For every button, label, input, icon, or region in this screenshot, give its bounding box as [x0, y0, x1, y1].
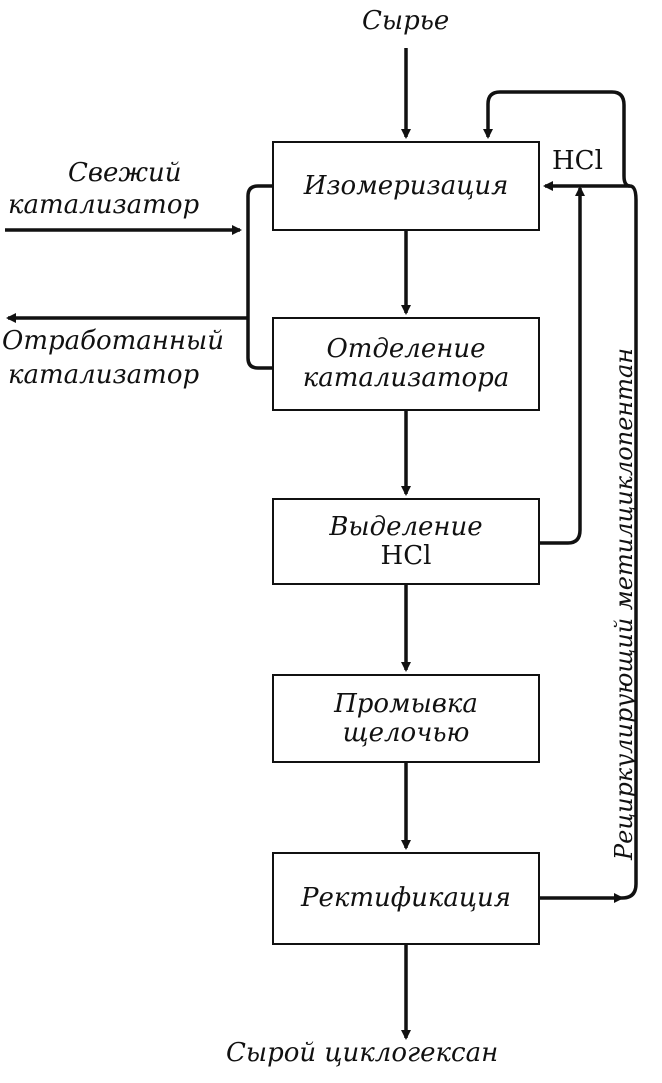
step-alkali-wash: Промывка щелочью	[272, 674, 540, 763]
step-catalyst-separation-line2: катализатора	[302, 363, 510, 393]
catalyst-bus	[246, 184, 272, 370]
recycle-label: Рециркулирующий метилциклопентан	[610, 347, 638, 860]
step-rectification: Ректификация	[272, 852, 540, 945]
step-hcl-separation: Выделение HCl	[272, 498, 540, 585]
step-rectification-label: Ректификация	[300, 883, 512, 914]
spent-catalyst-line1: Отработанный	[2, 326, 224, 356]
input-label: Сырье	[362, 6, 450, 36]
step-hcl-separation-line2: HCl	[380, 540, 432, 571]
step-hcl-separation-line1: Выделение	[329, 511, 483, 542]
step-catalyst-separation: Отделение катализатора	[272, 317, 540, 411]
spent-catalyst-line2: катализатор	[8, 360, 200, 390]
hcl-recycle-line	[540, 186, 585, 545]
mcp-recycle-loop	[483, 90, 638, 900]
hcl-recycle-label: HCl	[552, 146, 603, 176]
fresh-catalyst-line1: Свежий	[68, 158, 182, 188]
output-label: Сырой циклогексан	[226, 1038, 499, 1068]
step-catalyst-separation-line1: Отделение	[326, 334, 486, 365]
step-isomerization-label: Изомеризация	[303, 170, 509, 201]
fresh-catalyst-line2: катализатор	[8, 190, 200, 220]
step-isomerization: Изомеризация	[272, 141, 540, 231]
step-alkali-wash-line1: Промывка	[334, 688, 478, 719]
step-alkali-wash-line2: щелочью	[342, 717, 470, 748]
